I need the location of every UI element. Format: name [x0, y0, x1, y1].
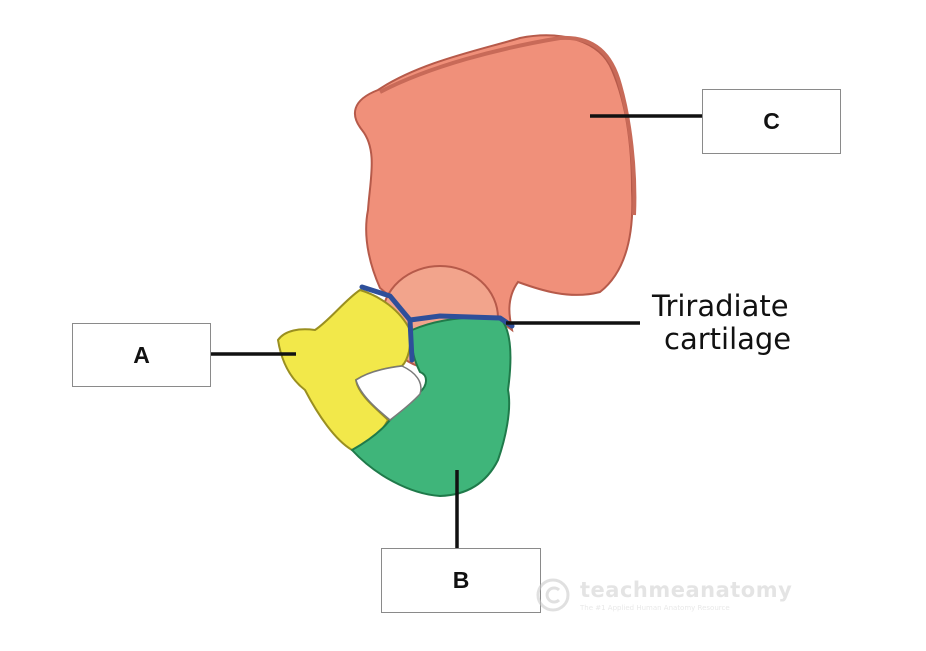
- watermark-name: teachmeanatomy: [580, 578, 793, 602]
- label-box-a: A: [72, 323, 211, 387]
- label-box-c: C: [702, 89, 841, 154]
- label-a-text: A: [133, 341, 150, 368]
- pubis-region: [350, 316, 512, 498]
- watermark: teachmeanatomy The #1 Applied Human Anat…: [536, 578, 792, 612]
- callout-line-2: cartilage: [664, 322, 792, 356]
- iliac-crest: [379, 35, 637, 216]
- obturator-foramen: [355, 365, 422, 421]
- label-box-b: B: [381, 548, 541, 613]
- triradiate-cartilage-callout: Triradiate cartilage: [652, 290, 791, 356]
- watermark-tagline: The #1 Applied Human Anatomy Resource: [580, 604, 730, 612]
- callout-line-1: Triradiate: [652, 289, 789, 323]
- label-b-text: B: [452, 567, 470, 593]
- copyright-logo-icon: [536, 578, 570, 612]
- label-c-text: C: [763, 108, 780, 134]
